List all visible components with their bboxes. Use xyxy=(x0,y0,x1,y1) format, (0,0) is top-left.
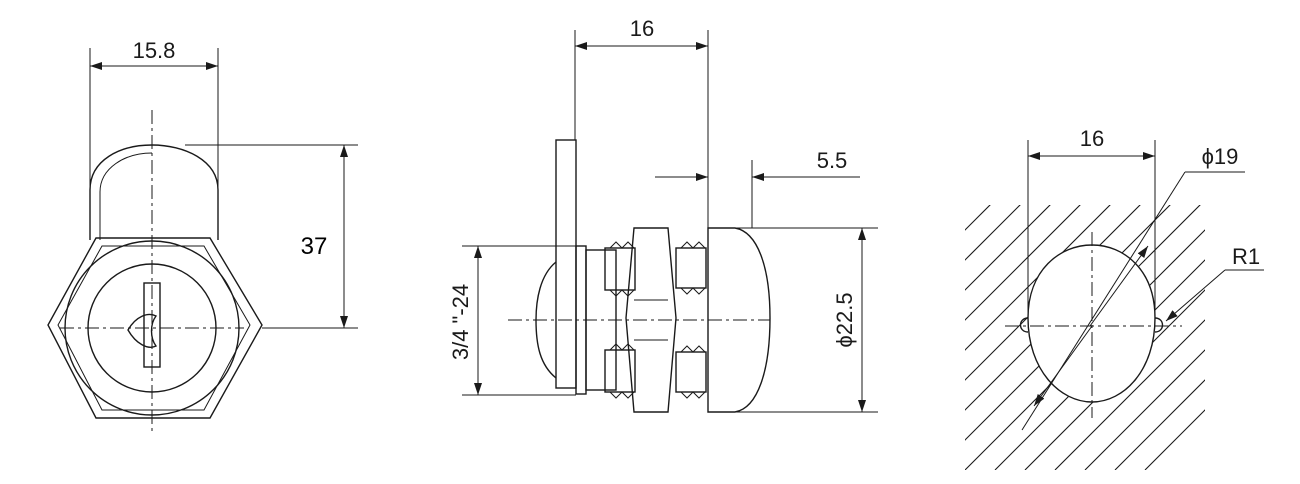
hatch-pattern xyxy=(965,205,1205,470)
dim-side-diameter: ϕ22.5 xyxy=(832,292,857,347)
dim-side-cap: 5.5 xyxy=(817,148,848,173)
dim-cutout-diameter: ϕ19 xyxy=(1202,144,1239,169)
dim-side-thread: 3/4 "-24 xyxy=(448,284,473,360)
dim-front-height: 37 xyxy=(301,233,328,260)
thread-lower xyxy=(604,343,636,399)
dim-cutout-radius-line xyxy=(1165,269,1226,322)
dim-cutout-radius: R1 xyxy=(1232,244,1260,269)
dim-front-width: 15.8 xyxy=(133,38,176,63)
front-view xyxy=(47,48,358,432)
thread-upper xyxy=(604,241,636,297)
cutout-view xyxy=(965,140,1264,470)
dim-side-length: 16 xyxy=(630,16,654,41)
side-view xyxy=(462,30,878,413)
dim-cutout-diameter-line xyxy=(1089,245,1149,327)
dim-cutout-width: 16 xyxy=(1080,126,1104,151)
